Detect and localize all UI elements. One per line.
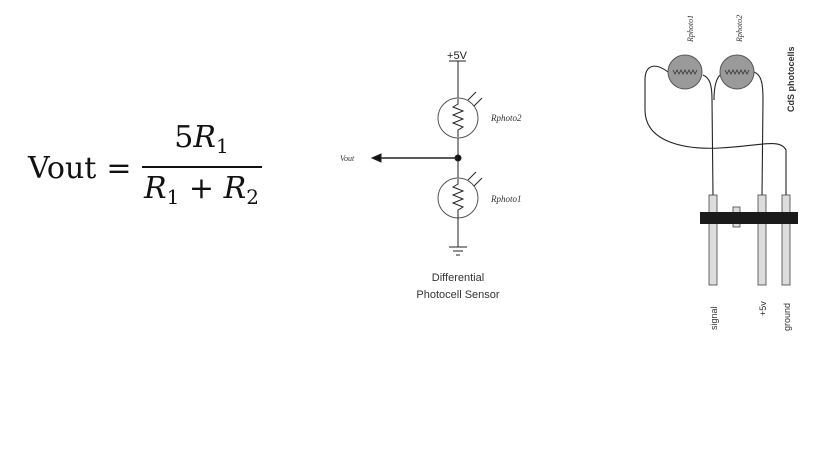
caption-line2: Photocell Sensor (416, 289, 499, 301)
wires (644, 65, 787, 197)
pin-label-signal: signal (709, 306, 719, 330)
ground-icon (449, 246, 467, 256)
photocell-r1 (667, 54, 703, 90)
light-arrow-icon (467, 171, 477, 181)
header-bar (700, 212, 798, 224)
pin-label-ground: ground (782, 303, 792, 331)
eq-equals: = (106, 150, 132, 186)
r1-label: Rphoto1 (686, 15, 695, 43)
eq-lhs: Vout (28, 150, 97, 186)
pin-signal (708, 194, 718, 286)
arrow-left-icon (370, 153, 382, 163)
resistor-zigzag (724, 69, 750, 75)
eq-coef: 5 (174, 120, 194, 155)
resistor-zigzag (451, 179, 465, 218)
r-top-label: Rphoto2 (490, 113, 522, 123)
light-arrow-icon (473, 177, 483, 187)
eq-sub: 1 (215, 134, 229, 158)
light-arrow-icon (467, 91, 477, 101)
eq-fraction: 5R1 R1 + R2 (141, 118, 262, 218)
caption-line1: Differential (432, 272, 484, 284)
eq-plus: + (188, 171, 215, 206)
photocell-wiring-diagram: Rphoto1 Rphoto2 CdS photocells signal +5… (644, 15, 798, 331)
eq-sub: 2 (246, 185, 259, 209)
eq-var: R (223, 171, 247, 206)
eq-denominator: R1 + R2 (144, 168, 259, 218)
resistor-zigzag (672, 69, 698, 75)
voltage-divider-equation: Vout = 5R1 R1 + R2 (28, 118, 262, 218)
r-bottom-label: Rphoto1 (490, 194, 522, 204)
pin-label-5v: +5v (758, 301, 768, 316)
eq-numerator: 5R1 (141, 118, 262, 168)
eq-var: R (144, 171, 167, 206)
pin-5v (757, 194, 767, 286)
light-arrow-icon (473, 97, 483, 107)
supply-label: +5V (447, 50, 468, 62)
vout-label: Vout (340, 154, 355, 163)
r2-label: Rphoto2 (735, 15, 744, 43)
cds-title: CdS photocells (786, 46, 796, 112)
pin-ground (781, 194, 791, 286)
photocell-circuit-schematic: +5V Rphoto2 Vout Rphoto1 Differential Ph… (340, 50, 522, 301)
photocell-r2 (719, 54, 755, 90)
eq-var: R (193, 120, 216, 155)
eq-sub: 1 (166, 185, 180, 209)
resistor-zigzag (451, 99, 465, 137)
